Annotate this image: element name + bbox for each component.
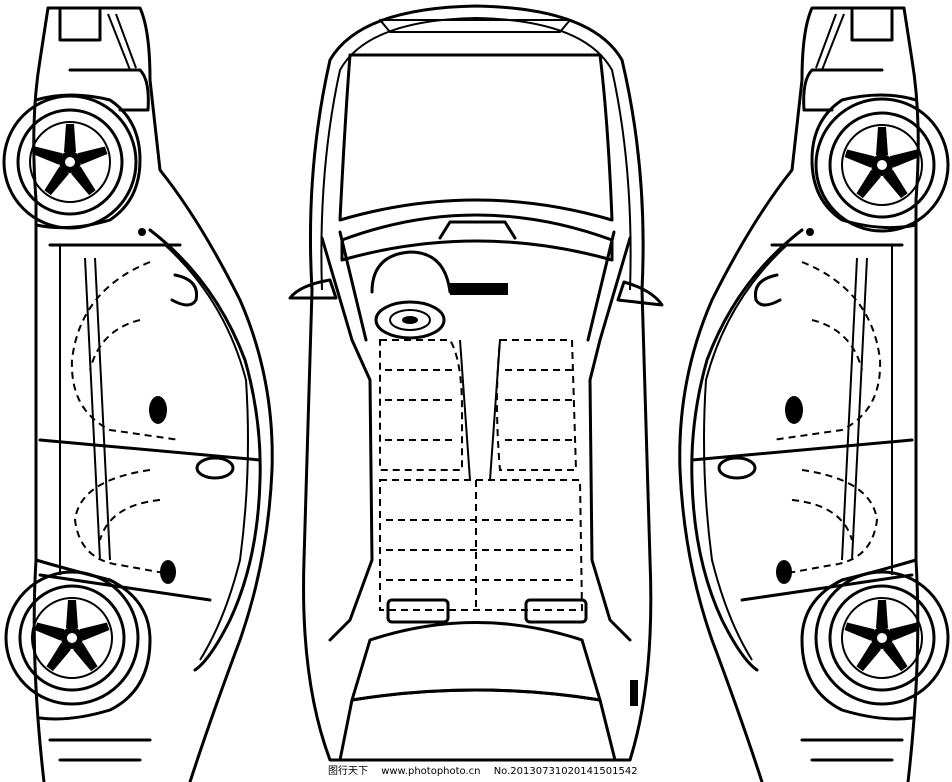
watermark-serial: No.20130731020141501542 xyxy=(493,766,638,777)
left-rear-wheel xyxy=(4,570,140,706)
top-view xyxy=(288,4,664,762)
front-seats xyxy=(379,339,578,471)
left-side-view xyxy=(2,6,274,782)
right-rear-wheel xyxy=(814,570,950,706)
left-front-wheel xyxy=(2,94,138,230)
right-side-view xyxy=(678,6,950,782)
watermark: 图行天下 www.photophoto.cn No.20130731020141… xyxy=(328,764,648,780)
rear-seats xyxy=(379,479,584,611)
watermark-site-name: 图行天下 xyxy=(328,766,368,777)
right-front-wheel xyxy=(814,97,950,233)
watermark-site-url: www.photophoto.cn xyxy=(381,766,481,777)
